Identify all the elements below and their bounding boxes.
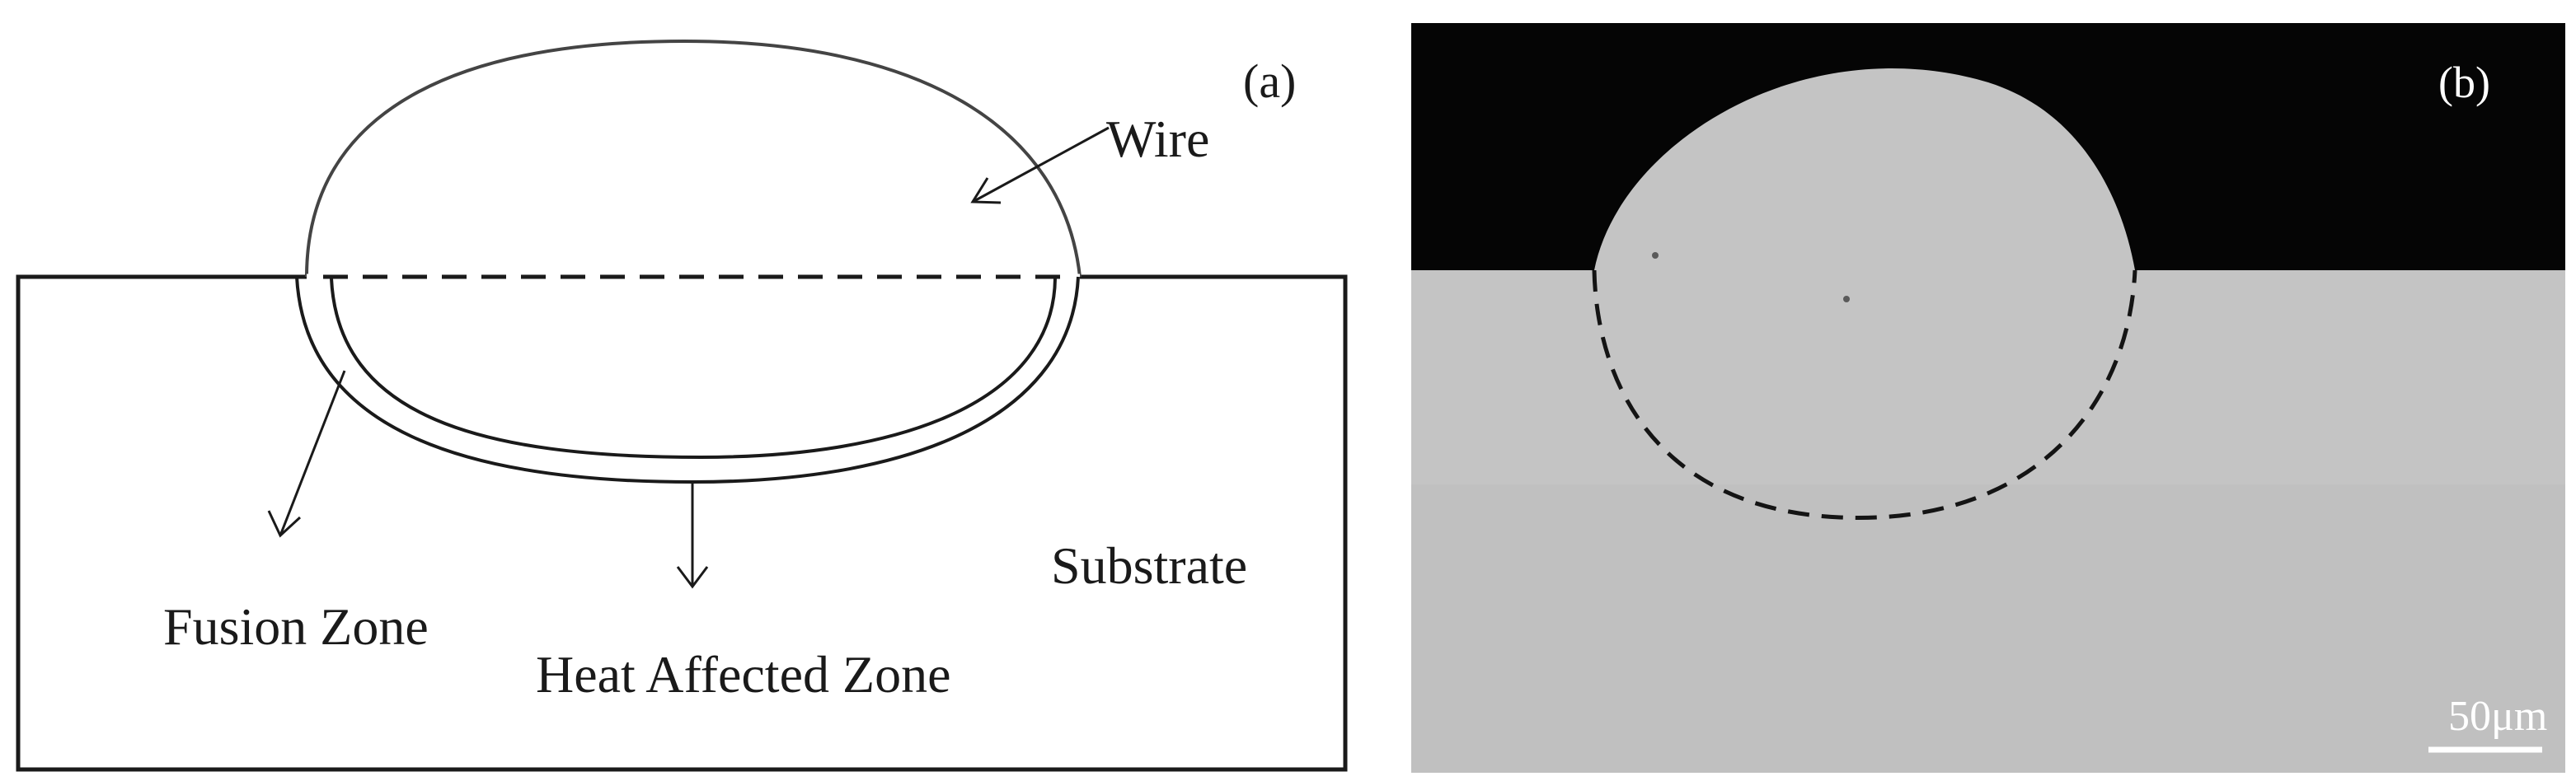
heat-affected-zone-arrow [676, 482, 709, 589]
fusion-zone-boundary [330, 278, 1057, 460]
schematic-panel: (a) Wire Substrate Fusion Zone Heat Affe… [16, 39, 1348, 772]
wire-dome [305, 39, 1082, 278]
panel-a-label: (a) [1243, 54, 1296, 108]
micrograph-image: (b) 50μm [1411, 23, 2565, 773]
specimen-cross-section [1411, 68, 2565, 773]
pore-mark [1652, 252, 1659, 259]
fusion-zone-label: Fusion Zone [163, 597, 429, 656]
fusion-boundary-dashed [1592, 269, 2137, 520]
wire-arrow [970, 126, 1110, 204]
substrate-label: Substrate [1051, 536, 1247, 595]
substrate-shading [1411, 484, 2565, 773]
scale-bar-label: 50μm [2448, 693, 2547, 740]
fusion-zone-arrow [267, 370, 346, 538]
heat-affected-zone-boundary [295, 276, 1080, 484]
pore-mark [1843, 296, 1850, 302]
wire-label: Wire [1106, 110, 1209, 168]
schematic-diagram: (a) Wire Substrate Fusion Zone Heat Affe… [16, 39, 1348, 772]
micrograph-panel: (b) 50μm [1411, 23, 2565, 773]
panel-b-label: (b) [2438, 58, 2490, 107]
heat-affected-zone-label: Heat Affected Zone [536, 645, 950, 704]
